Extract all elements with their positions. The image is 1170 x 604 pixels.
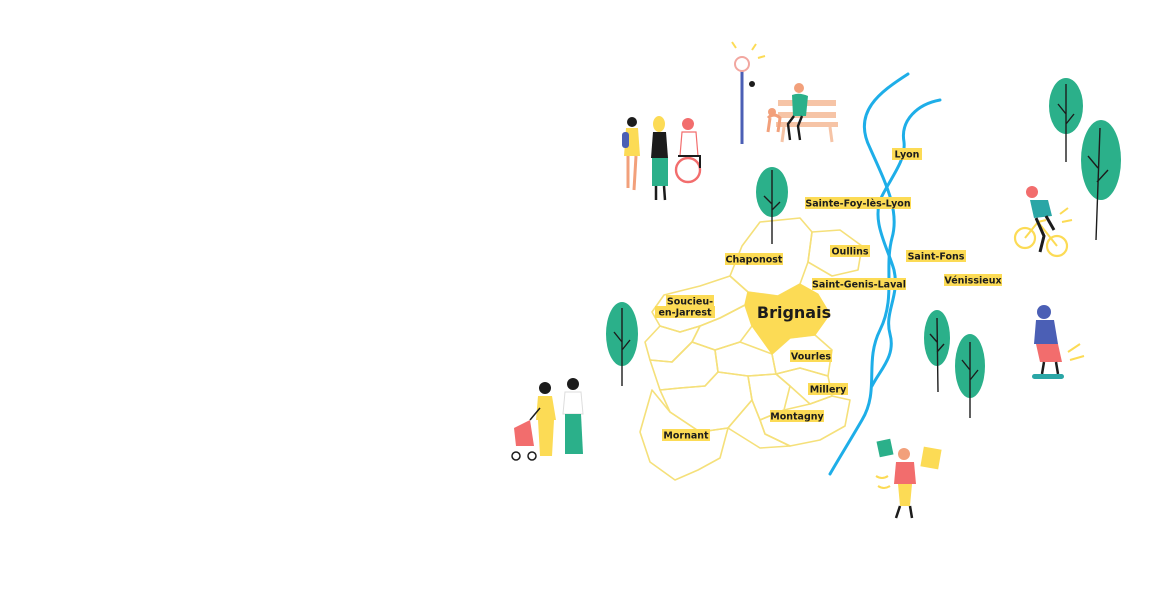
town-label-chaponost: Chaponost: [725, 253, 783, 266]
town-label-mornant: Mornant: [662, 429, 710, 442]
town-name: Vénissieux: [944, 276, 1001, 287]
town-label-oullins: Oullins: [830, 245, 870, 258]
river-rhone: [828, 72, 910, 476]
town-label-vourles: Vourles: [790, 350, 832, 363]
town-label-saint-fons: Saint-Fons: [906, 250, 966, 263]
town-name: Oullins: [831, 247, 868, 258]
skateboarder-icon: [1032, 305, 1085, 379]
tree-icon: [1081, 120, 1121, 241]
main-town-label: Brignais: [757, 303, 831, 322]
town-label-millery: Millery: [808, 383, 848, 396]
town-label-montagny: Montagny: [770, 410, 825, 423]
rivers: [828, 72, 942, 476]
town-label-venissieux: Vénissieux: [944, 274, 1002, 287]
bench-person-with-dog-icon: [766, 83, 838, 143]
tree-icon: [756, 167, 788, 244]
town-name: Saint-Fons: [908, 252, 965, 263]
brignais-area: [744, 283, 831, 355]
shopper-with-bags-icon: [875, 438, 942, 519]
tree-icon: [924, 310, 950, 393]
wheelchair-user-icon: [674, 118, 702, 184]
town-label-saint-genis: Saint-Genis-Laval: [812, 278, 906, 291]
family-with-stroller-icon: [511, 378, 584, 461]
town-name: Millery: [810, 385, 847, 396]
town-label-lyon: Lyon: [892, 148, 922, 161]
tree-icon: [606, 302, 638, 386]
town-name: Sainte-Foy-lès-Lyon: [805, 199, 910, 210]
street-lamp-icon: [731, 41, 766, 144]
town-name: Vourles: [791, 352, 832, 363]
town-name: Saint-Genis-Laval: [812, 280, 906, 291]
town-name: Lyon: [895, 150, 920, 161]
cyclist-icon: [1013, 186, 1073, 258]
river-saone: [870, 98, 942, 388]
town-name: Mornant: [663, 431, 709, 442]
town-label-soucieu: Soucieu- en-Jarrest: [655, 295, 715, 319]
tree-icon: [955, 334, 985, 418]
town-name: Chaponost: [726, 255, 783, 266]
tree-icon: [1049, 78, 1083, 162]
town-label-sainte-foy: Sainte-Foy-lès-Lyon: [805, 197, 911, 210]
town-name-line1: Soucieu-: [667, 297, 713, 308]
group-of-friends-icon: [622, 116, 668, 201]
town-name-line2: en-Jarrest: [658, 308, 712, 319]
town-name: Montagny: [770, 412, 824, 423]
